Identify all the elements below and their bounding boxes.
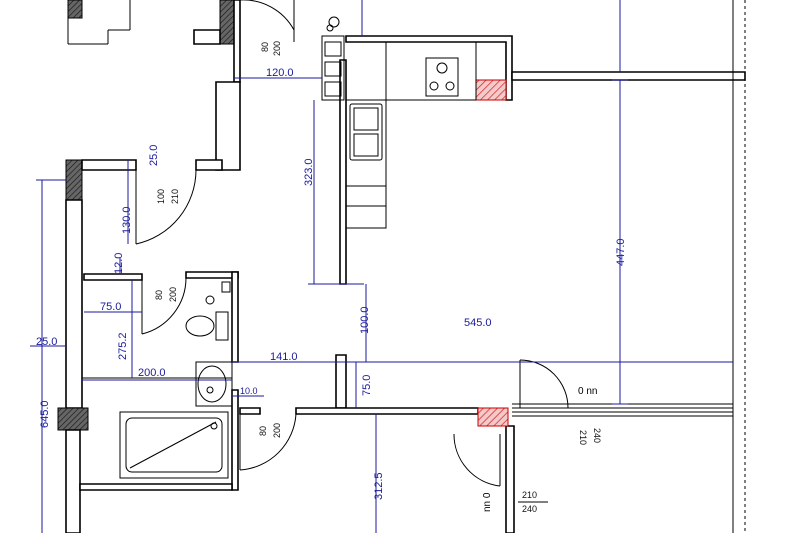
bathroom xyxy=(119,281,233,479)
door6-height: 240 xyxy=(522,504,537,514)
cabinet-column xyxy=(321,35,345,101)
dim-200: 200.0 xyxy=(138,367,166,379)
bathtub xyxy=(119,411,229,479)
dim-141: 141.0 xyxy=(270,351,298,363)
chimney-bottom xyxy=(477,407,509,427)
window-balcony xyxy=(512,403,733,417)
dim-25-b: 25.0 xyxy=(36,336,57,348)
kitchen-counter xyxy=(345,99,387,229)
dim-323: 323.0 xyxy=(303,158,315,186)
stove xyxy=(425,57,459,97)
wall-column-bottom-left xyxy=(57,407,89,431)
walls xyxy=(57,0,746,533)
level-marker-a: 0 nn xyxy=(578,386,597,397)
dim-12: 12.0 xyxy=(113,253,125,274)
dim-25-a: 25.0 xyxy=(148,145,160,166)
level-marker-b: nn 0 xyxy=(482,492,493,512)
sink xyxy=(349,103,383,161)
dim-75-a: 75.0 xyxy=(100,301,121,313)
door2-height: 210 xyxy=(170,189,180,204)
dim-75-b: 75.0 xyxy=(361,375,373,396)
door5-height: 240 xyxy=(592,428,602,443)
kitchen-counter-top xyxy=(385,41,477,101)
door4-height: 200 xyxy=(272,423,282,438)
door3-height: 200 xyxy=(168,287,178,302)
kitchen xyxy=(321,16,477,229)
dim-275: 275.2 xyxy=(117,332,129,360)
wall-column-top xyxy=(219,0,235,45)
dim-312: 312.5 xyxy=(373,472,385,500)
dim-120: 120.0 xyxy=(266,67,294,79)
door1-width: 80 xyxy=(260,42,270,52)
wall-column-left xyxy=(65,159,83,201)
door2-width: 100 xyxy=(156,189,166,204)
dim-10: 10.0 xyxy=(240,386,258,396)
door5-width: 210 xyxy=(578,430,588,445)
fridge xyxy=(345,185,387,229)
door1-height: 200 xyxy=(272,41,282,56)
washbasin xyxy=(195,361,233,407)
door6-width: 210 xyxy=(522,490,537,500)
dim-447: 447.0 xyxy=(615,238,627,266)
dim-100: 100.0 xyxy=(359,306,371,334)
door3-width: 80 xyxy=(154,290,164,300)
toilet xyxy=(185,311,229,341)
door4-width: 80 xyxy=(258,426,268,436)
dimension-lines xyxy=(30,0,733,533)
dimension-labels: 120.0 323.0 25.0 130.0 12.0 75.0 25.0 27… xyxy=(36,67,627,500)
doors: 80 200 100 210 80 200 80 200 210 240 0 n… xyxy=(135,0,602,514)
dim-130: 130.0 xyxy=(121,206,133,234)
dim-545: 545.0 xyxy=(464,317,492,329)
dim-645: 645.0 xyxy=(39,400,51,428)
wall-top-left xyxy=(67,0,83,19)
chimney-top xyxy=(475,79,507,101)
